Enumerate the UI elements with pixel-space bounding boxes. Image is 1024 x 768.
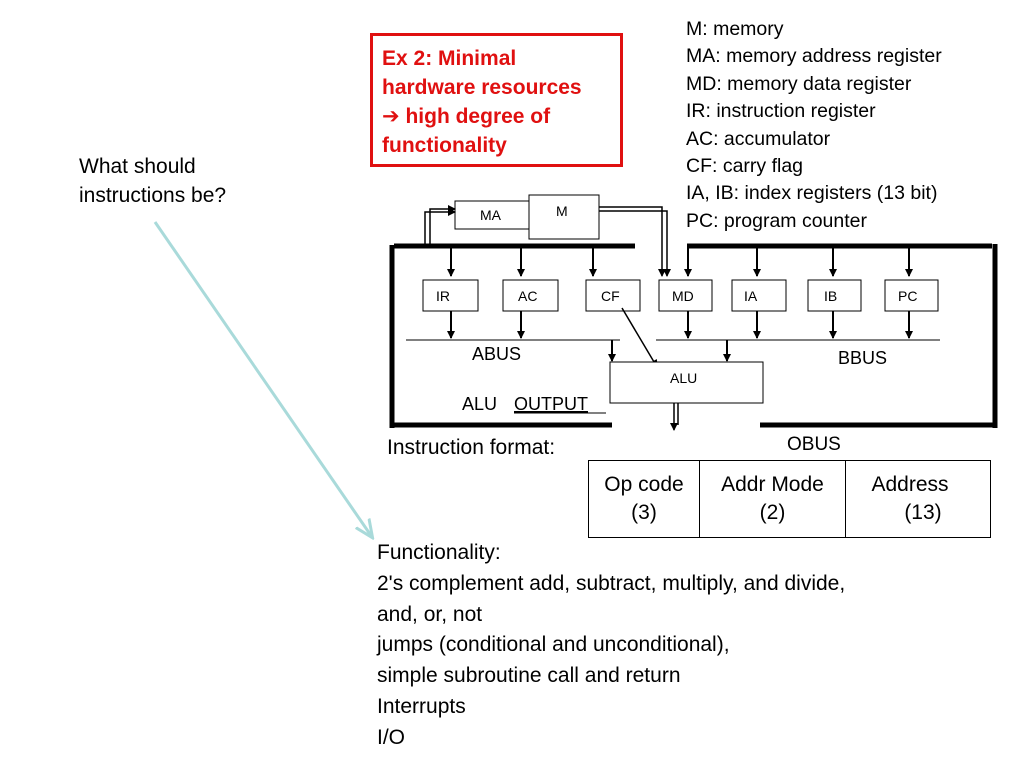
- bus-to-alu-arrows: [608, 340, 731, 362]
- format-field-addr-mode: Addr Mode (2): [699, 460, 846, 538]
- callout-line: Ex 2: Minimal: [382, 47, 517, 70]
- instruction-format-table: Op code (3) Addr Mode (2) Address (13): [588, 460, 991, 538]
- field-bits: (13): [904, 501, 942, 524]
- functionality-item: and, or, not: [377, 602, 483, 626]
- question-arrow: [153, 221, 372, 537]
- svg-text:IA: IA: [744, 288, 758, 304]
- memory-label: M: [556, 203, 568, 219]
- legend-item: IA, IB: index registers (13 bit): [686, 182, 938, 205]
- example-callout: Ex 2: Minimal hardware resources ➔ high …: [370, 33, 623, 167]
- alu-output-suffix: OUTPUT: [514, 394, 588, 414]
- alu-output-label: ALU OUTPUT: [462, 394, 588, 414]
- obus-label: OBUS: [787, 434, 841, 455]
- register-ia: IA: [731, 279, 787, 312]
- alu-label: ALU: [670, 370, 697, 386]
- svg-text:CF: CF: [601, 288, 620, 304]
- memory-wiring: [424, 205, 671, 277]
- register-output-arrows: [447, 311, 913, 339]
- legend-item: AC: accumulator: [686, 127, 831, 150]
- functionality-item: Interrupts: [377, 694, 466, 718]
- instruction-format-label: Instruction format:: [387, 436, 556, 459]
- legend-item: MA: memory address register: [686, 45, 942, 68]
- svg-text:MD: MD: [672, 288, 694, 304]
- memory-box: [528, 194, 600, 240]
- functionality-list: Functionality: 2's complement add, subtr…: [377, 538, 997, 754]
- register-legend: M: memory MA: memory address register MD…: [686, 16, 942, 235]
- register-cf: CF: [585, 279, 641, 312]
- field-name: Op code: [604, 473, 684, 496]
- register-ir: IR: [422, 279, 479, 312]
- svg-text:IB: IB: [824, 288, 837, 304]
- callout-line: functionality: [382, 134, 507, 157]
- register-md: MD: [658, 279, 713, 312]
- functionality-item: I/O: [377, 725, 406, 749]
- alu-output-prefix: ALU: [462, 394, 497, 414]
- register-ib: IB: [807, 279, 862, 312]
- legend-item: IR: instruction register: [686, 100, 876, 123]
- question-line: What should: [79, 155, 196, 178]
- question-line: instructions be?: [79, 184, 227, 207]
- functionality-heading: Functionality:: [377, 541, 501, 564]
- register-input-arrows: [447, 248, 913, 277]
- instruction-format-row: Op code (3) Addr Mode (2) Address (13): [588, 460, 991, 538]
- callout-line-text: high degree of: [405, 105, 551, 128]
- question-text: What should instructions be?: [79, 152, 309, 210]
- field-bits: (2): [759, 501, 786, 524]
- functionality-item: jumps (conditional and unconditional),: [377, 633, 730, 657]
- format-field-address: Address (13): [845, 460, 991, 538]
- field-name: Addr Mode: [721, 473, 824, 496]
- functionality-item: 2's complement add, subtract, multiply, …: [377, 571, 846, 595]
- bbus-label: BBUS: [838, 348, 887, 368]
- alu-box: [609, 361, 764, 404]
- field-bits: (3): [631, 501, 657, 524]
- svg-text:IR: IR: [436, 288, 450, 304]
- field-name: Address: [871, 473, 949, 496]
- datapath-frame: [389, 243, 998, 428]
- legend-item: M: memory: [686, 18, 784, 40]
- register-pc: PC: [884, 279, 939, 312]
- svg-text:PC: PC: [898, 288, 917, 304]
- svg-text:AC: AC: [518, 288, 537, 304]
- legend-item: MD: memory data register: [686, 72, 912, 95]
- carry-flag-arrow: [621, 307, 658, 368]
- right-arrow-icon: ➔: [382, 105, 400, 128]
- format-field-opcode: Op code (3): [588, 460, 700, 538]
- ma-register-label: MA: [480, 207, 502, 223]
- alu-output-arrow: [670, 403, 679, 431]
- callout-line: hardware resources: [382, 76, 582, 99]
- legend-item: PC: program counter: [686, 209, 867, 232]
- legend-item: CF: carry flag: [686, 155, 804, 178]
- abus-label: ABUS: [472, 344, 521, 364]
- register-ac: AC: [502, 279, 559, 312]
- functionality-item: simple subroutine call and return: [377, 664, 681, 688]
- callout-line: ➔ high degree of: [382, 102, 612, 131]
